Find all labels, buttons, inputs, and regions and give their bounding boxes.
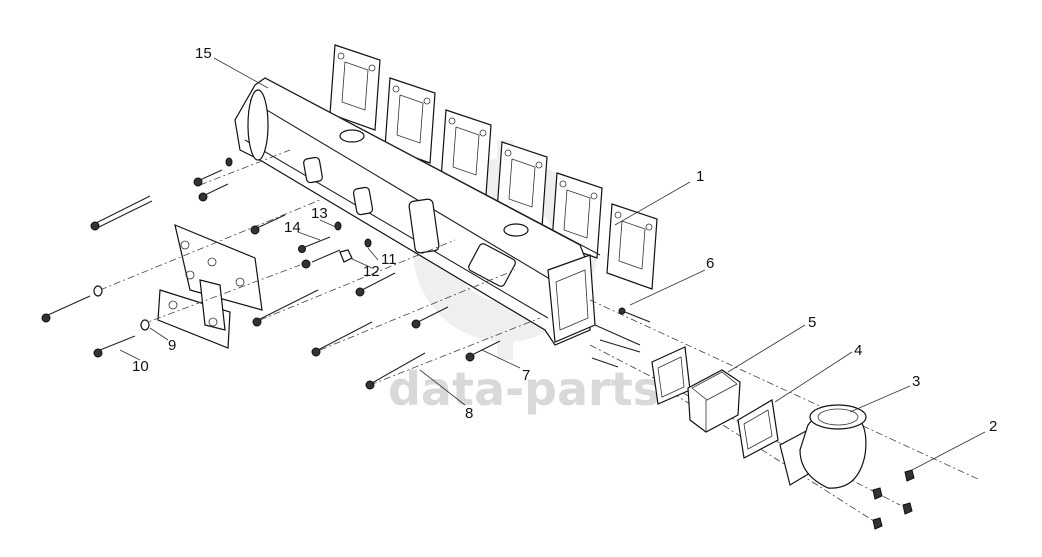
bolt — [250, 214, 286, 235]
bolt — [198, 183, 229, 202]
callout-15: 15 — [195, 45, 212, 62]
bolt — [298, 236, 331, 253]
exhaust-manifold — [234, 77, 601, 346]
callout-2: 2 — [989, 418, 997, 435]
callout-13: 13 — [311, 205, 328, 222]
gasket — [496, 141, 548, 228]
bolt — [252, 289, 319, 327]
adapter — [687, 369, 741, 433]
bolt — [301, 249, 341, 269]
washer — [225, 157, 233, 167]
bolt — [411, 306, 449, 329]
bolt — [311, 321, 373, 357]
stud — [618, 307, 651, 323]
callout-5: 5 — [808, 314, 816, 331]
bolt — [465, 340, 501, 362]
washer — [93, 285, 103, 297]
bolt — [355, 272, 396, 297]
bolt — [93, 335, 136, 358]
washer — [364, 238, 372, 248]
stud — [594, 324, 641, 353]
leader-lines — [119, 57, 986, 471]
bolt — [90, 195, 153, 231]
callout-6: 6 — [706, 255, 714, 272]
nut — [339, 249, 353, 263]
bolt — [193, 169, 223, 187]
callout-3: 3 — [912, 373, 920, 390]
callout-10: 10 — [132, 358, 149, 375]
elbow-gasket — [737, 399, 779, 459]
gasket — [606, 203, 658, 290]
washer — [334, 221, 342, 231]
nut-set — [872, 469, 915, 530]
gasket — [384, 77, 436, 164]
callout-9: 9 — [168, 337, 176, 354]
callout-11: 11 — [381, 251, 397, 268]
callout-labels: 15 1 6 5 4 3 2 7 8 9 10 11 12 13 14 — [132, 45, 997, 435]
bolt — [41, 295, 91, 323]
bolt-set — [41, 157, 651, 390]
bolt — [365, 352, 426, 390]
elbow — [779, 404, 867, 489]
callout-8: 8 — [465, 405, 473, 422]
stud — [591, 357, 619, 368]
watermark-text: data-parts — [388, 362, 660, 416]
callout-14: 14 — [284, 219, 301, 236]
flange-gasket — [651, 346, 691, 405]
callout-7: 7 — [522, 367, 530, 384]
bracket — [157, 224, 263, 349]
callout-4: 4 — [854, 342, 862, 359]
callout-1: 1 — [696, 168, 704, 185]
callout-12: 12 — [363, 263, 380, 280]
washer — [140, 319, 150, 331]
gasket — [329, 44, 381, 131]
